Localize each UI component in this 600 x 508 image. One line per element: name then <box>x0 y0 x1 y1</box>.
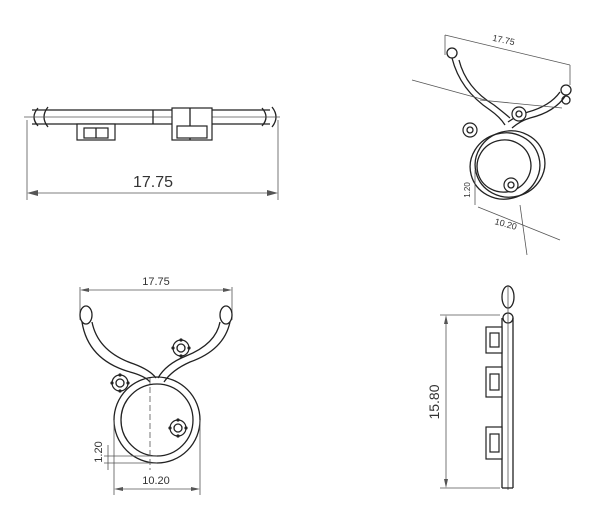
iso-left-loop <box>446 47 458 59</box>
top-view-width-label: 17.75 <box>133 174 173 191</box>
front-thickness-label: 1.20 <box>93 441 105 462</box>
iso-right-loop <box>560 84 572 96</box>
front-ring-label: 10.20 <box>142 475 170 487</box>
iso-ring-label: 10.20 <box>494 216 518 231</box>
front-view: 17.75 <box>79 276 233 495</box>
front-right-loop <box>219 305 233 325</box>
side-height-label: 15.80 <box>426 384 442 419</box>
front-ring-inner <box>120 383 194 457</box>
iso-stone-2 <box>511 106 527 122</box>
iso-right-arm <box>511 94 567 129</box>
front-stone-right <box>171 338 191 358</box>
front-stone-ring <box>168 418 188 438</box>
front-right-arm <box>163 321 231 383</box>
top-view-bar <box>32 109 270 125</box>
side-view: 15.80 <box>426 285 515 490</box>
front-stone-left <box>110 373 130 393</box>
side-setting-bottom <box>485 426 503 460</box>
iso-width-label: 17.75 <box>492 33 516 47</box>
iso-ring-dimension <box>477 206 561 241</box>
top-view: 17.75 <box>24 106 280 200</box>
iso-stone-3 <box>503 177 519 193</box>
iso-stone-1 <box>462 122 478 138</box>
side-setting-top <box>485 326 503 354</box>
front-width-label: 17.75 <box>142 276 170 288</box>
front-left-loop <box>79 305 93 325</box>
front-ring-outer <box>113 376 201 464</box>
front-left-arm <box>81 321 151 383</box>
iso-view: 17.75 1.20 10.2 <box>411 33 572 256</box>
iso-ring-inner <box>476 139 532 193</box>
side-setting-middle <box>485 366 503 398</box>
iso-left-arm <box>451 57 506 126</box>
iso-width-dimension <box>444 34 571 66</box>
iso-thickness-label: 1.20 <box>463 182 472 198</box>
